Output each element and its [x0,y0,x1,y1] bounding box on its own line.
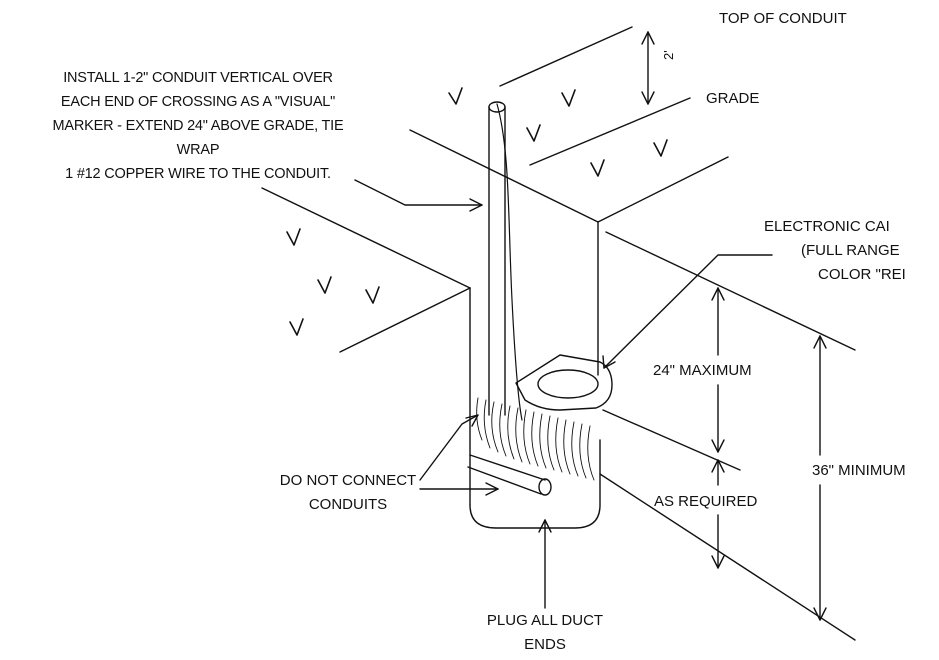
as-required-label: AS REQUIRED [654,493,758,510]
do-not-connect-line2: CONDUITS [308,496,388,513]
top-of-conduit-label: TOP OF CONDUIT [719,10,847,27]
do-not-connect-line1: DO NOT CONNECT [279,472,417,489]
install-note-line1: INSTALL 1-2" CONDUIT VERTICAL OVER [63,70,333,86]
max-24-label: 24" MAXIMUM [653,362,752,379]
as-required-dimension [711,459,725,569]
grass-tufts [286,87,668,336]
leader-caution-tape [602,254,773,369]
electronic-tape-line2: (FULL RANGE [801,242,900,259]
install-note-line3: MARKER - EXTEND 24" ABOVE GRADE, TIE [52,118,344,134]
leader-plug-ends [538,519,552,609]
leader-install-note [354,179,483,212]
electronic-tape-line3: COLOR "REI [818,266,906,283]
install-note-line2: EACH END OF CROSSING AS A "VISUAL" [60,94,336,110]
min-36-dimension [813,335,827,621]
plug-ends-line1: PLUG ALL DUCT [486,612,604,629]
min-36-label: 36" MINIMUM [812,462,906,479]
duct-bank-hatching [476,397,595,481]
grade-lines [499,26,691,166]
two-foot-dimension [641,31,655,105]
dimension-extension-lines [599,231,856,641]
max-24-dimension [711,287,725,453]
horizontal-conduit [467,454,552,496]
plug-ends-line2: ENDS [524,636,566,653]
electronic-tape-line1: ELECTRONIC CAI [764,218,890,235]
leader-do-not-connect [419,414,499,496]
install-note-line4: WRAP [176,142,220,158]
grade-label: GRADE [706,90,760,107]
two-foot-label: 2' [661,50,676,60]
ground-surface-lines [261,129,729,529]
install-note-line5: 1 #12 COPPER WIRE TO THE CONDUIT. [65,166,331,182]
vertical-marker-conduit [488,101,523,421]
